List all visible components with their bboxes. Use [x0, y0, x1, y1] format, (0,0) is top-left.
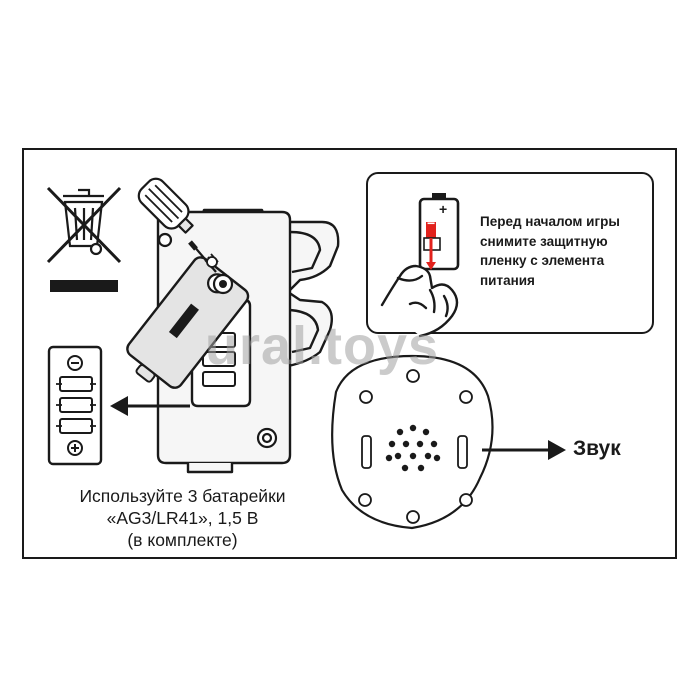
battery-caption-line-3: (в комплекте) — [127, 530, 238, 550]
battery-minus-sign: − — [427, 215, 435, 231]
instruction-panel-frame — [22, 148, 677, 559]
watermark-text: ural.toys — [205, 316, 440, 376]
sound-label: Звук — [573, 437, 621, 460]
battery-caption-line-2: «AG3/LR41», 1,5 В — [106, 508, 259, 528]
protective-film-warning-box — [366, 172, 654, 334]
warning-line-2: снимите защитную — [480, 233, 608, 249]
warning-line-1: Перед началом игры — [480, 214, 620, 229]
warning-line-3: пленку с элемента — [480, 253, 605, 268]
battery-plus-sign: + — [439, 201, 447, 217]
battery-caption-line-1: Используйте 3 батарейки — [79, 486, 286, 506]
warning-line-4: питания — [480, 272, 535, 288]
battery-usage-caption: Используйте 3 батарейки «AG3/LR41», 1,5 … — [40, 485, 325, 551]
protective-film-warning-text: Перед началом игры снимите защитную плен… — [480, 212, 650, 290]
